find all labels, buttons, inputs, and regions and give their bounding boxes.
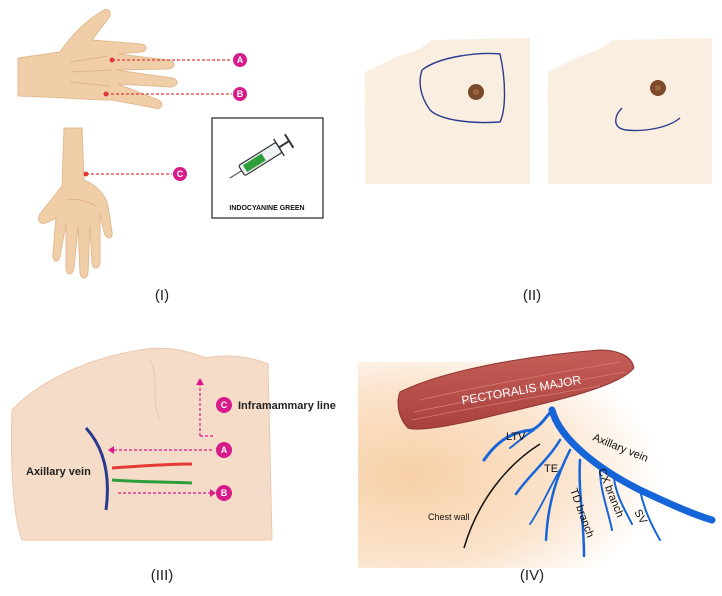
syringe-caption: INDOCYANINE GREEN: [229, 205, 304, 212]
green-line: [111, 478, 193, 485]
svg-text:C: C: [177, 169, 184, 179]
vessel-tree: [482, 406, 716, 558]
chest-curved-incision-icon: [547, 38, 712, 184]
marker-b-badge: B: [233, 87, 247, 101]
svg-text:C: C: [221, 400, 228, 410]
svg-text:B: B: [221, 488, 228, 498]
te-label: TE: [544, 463, 558, 475]
panel-1-label: (I): [155, 287, 169, 304]
axillary-vein-label: Axillary vein: [26, 466, 91, 478]
inframammary-label: Inframammary line: [238, 400, 336, 412]
panel-1: A B C INDOCYANINE GREEN (I): [17, 9, 324, 304]
chest-wall-label: Chest wall: [428, 512, 470, 522]
hand-palm-icon: [38, 127, 113, 279]
panel-2: (II): [364, 38, 712, 304]
panel-3: C A B Inframammary line Axillary vein (I…: [10, 347, 336, 584]
marker-a-badge-3: A: [216, 442, 232, 458]
hand-dorsal-icon: [17, 9, 178, 109]
syringe-box: INDOCYANINE GREEN: [211, 117, 324, 219]
marker-b-badge-3: B: [216, 485, 232, 501]
svg-text:B: B: [237, 89, 244, 99]
red-line: [111, 462, 193, 470]
chest-oval-incision-icon: [364, 38, 530, 184]
marker-c-badge: C: [173, 167, 187, 181]
panel-2-label: (II): [523, 287, 541, 304]
axilla-skin: [10, 347, 273, 541]
marker-a-badge: A: [233, 53, 247, 67]
svg-text:A: A: [237, 55, 244, 65]
panel-4: PECTORALIS MAJOR LTV TE Axillary vein CX…: [358, 349, 716, 584]
panel-3-label: (III): [151, 567, 174, 584]
ltv-label: LTV: [506, 431, 526, 443]
svg-text:A: A: [221, 445, 228, 455]
syringe-icon: [229, 133, 295, 179]
panel-4-label: (IV): [520, 567, 544, 584]
marker-c-badge-3: C: [216, 397, 232, 413]
chest-wall-line: [463, 443, 541, 549]
axillary-vein-line: [84, 426, 109, 511]
